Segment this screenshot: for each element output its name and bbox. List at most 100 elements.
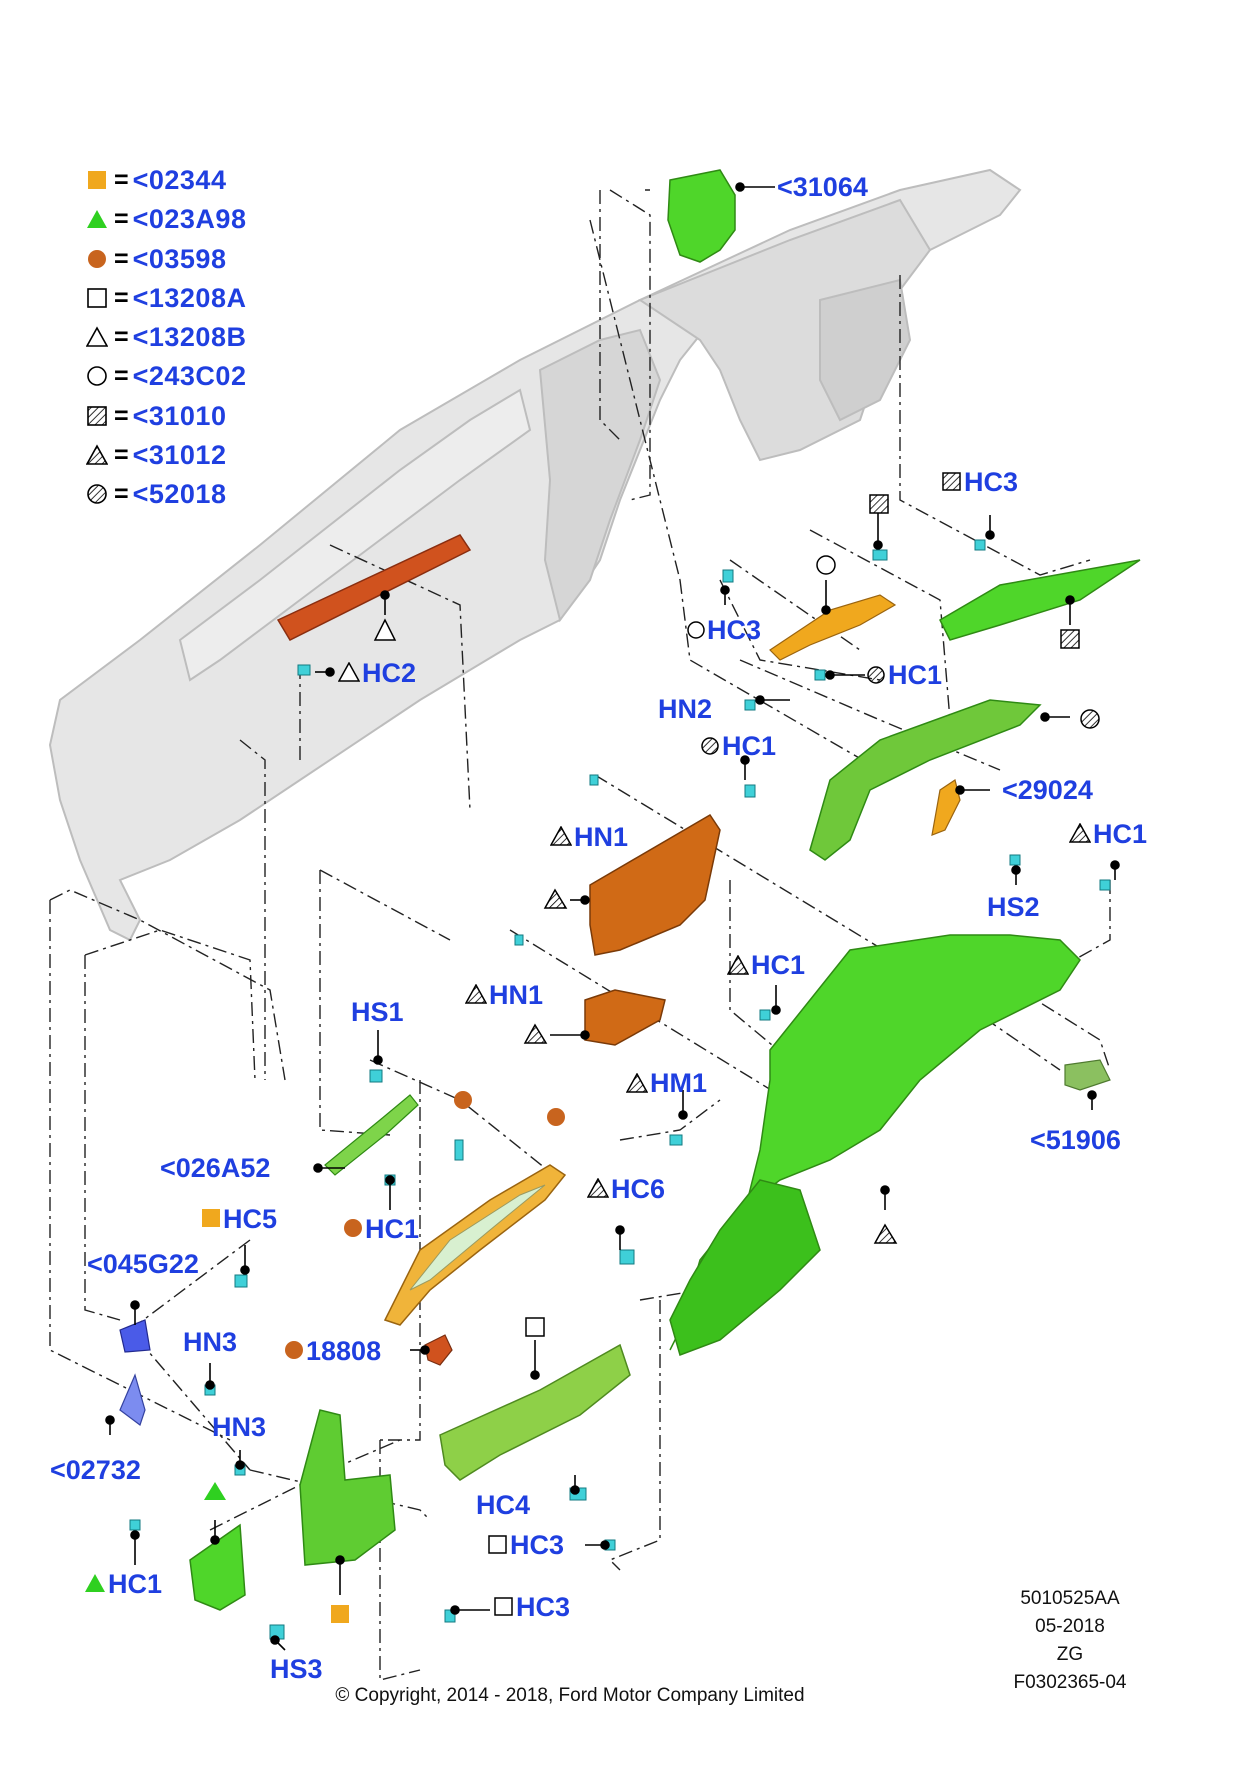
callout-hs3[interactable]: HS3 [270,1654,323,1684]
hatched-triangle-icon [587,1178,609,1198]
callout-hc1-filled-triangle[interactable]: HC1 [108,1569,163,1599]
legend-code: <52018 [132,478,227,509]
callout-51906[interactable]: <51906 [1030,1125,1121,1155]
legend-code: <03598 [132,243,227,274]
legend-equals: = [114,204,129,233]
callout-hc4[interactable]: HC4 [476,1490,531,1520]
callout-hc6[interactable]: HC6 [611,1174,666,1204]
legend-equals: = [114,440,129,469]
open-square-icon [87,288,107,308]
hatched-circle-symbol [1080,709,1100,729]
copyright-notice: © Copyright, 2014 - 2018, Ford Motor Com… [335,1685,805,1706]
clips [129,539,1111,1640]
legend-row-243c02: = <243C02 [86,359,246,393]
pillar-trim-window [409,1184,546,1291]
hatched-triangle-symbol [873,1223,898,1244]
a-pillar-trim-lower [299,1409,396,1566]
legend-row-03598: = <03598 [86,242,226,276]
callout-hc3-open-circle[interactable]: HC3 [707,615,762,645]
orange-foam-block-small [584,989,666,1046]
legend-code: <023A98 [132,203,247,234]
open-circle-icon [687,621,705,639]
callout-hc3-open-square-upper[interactable]: HC3 [510,1530,565,1560]
filled-triangle-icon [85,1574,105,1592]
hatched-triangle-icon [465,984,487,1004]
callout-connectors [105,182,1120,1651]
part-02732 [119,1373,146,1426]
open-triangle-icon [86,326,108,347]
open-square-icon [494,1597,513,1616]
callout-045g22[interactable]: <045G22 [87,1249,199,1279]
hatched-square-symbol [869,494,889,514]
legend-row-13208b: = <13208B [86,320,246,354]
open-square-symbol [525,1317,545,1337]
open-square-icon [488,1535,507,1554]
callout-hc1-hatched-circle-upper[interactable]: HC1 [888,660,943,690]
callout-18808[interactable]: 18808 [306,1336,382,1366]
legend-row-31010: = <31010 [86,399,226,433]
region-code: ZG [1056,1644,1084,1665]
callout-hs1[interactable]: HS1 [351,997,404,1027]
upper-quarter-trim [939,559,1141,641]
callout-hc3-open-square-lower[interactable]: HC3 [516,1592,571,1622]
legend-code: <31010 [132,400,227,431]
revision-date: 05-2018 [1035,1616,1105,1637]
part-026a52 [324,1094,419,1176]
legend-equals: = [114,479,129,508]
hatched-triangle-icon [1069,823,1091,843]
callout-hn1-lower[interactable]: HN1 [489,980,544,1010]
callout-hc2[interactable]: HC2 [362,658,417,688]
hatched-square-symbol [1060,629,1080,649]
roof-rail-trim [276,534,472,641]
callout-hn3-upper[interactable]: HN3 [183,1327,238,1357]
callout-hc1-hatched-triangle-mid[interactable]: HC1 [751,950,806,980]
filled-square-icon [88,171,106,189]
part-51906 [1064,1059,1111,1091]
callout-hn2[interactable]: HN2 [658,694,713,724]
open-circle-symbol [816,555,836,575]
filled-circle-symbol [454,1091,472,1109]
hatched-circle-icon [867,666,885,684]
legend-equals: = [114,165,129,194]
callout-hc1-hatched-circle[interactable]: HC1 [722,731,777,761]
sill-trim-panel [439,1343,631,1481]
callout-hm1[interactable]: HM1 [650,1068,708,1098]
hatched-triangle-icon [626,1073,648,1093]
callout-29024[interactable]: <29024 [1002,775,1093,805]
hatched-circle-icon [701,737,719,755]
callout-hn3-lower[interactable]: HN3 [212,1412,267,1442]
yellow-bracket-29024 [931,779,961,836]
callout-hc5[interactable]: HC5 [223,1204,278,1234]
legend-row-02344: = <02344 [86,163,226,197]
legend-equals: = [114,244,129,273]
kick-panel-trim [189,1523,246,1611]
legend-equals: = [114,322,129,351]
yellow-bracket-upper [769,594,897,661]
part-18808 [424,1334,453,1366]
part-31064 [667,169,736,263]
callout-hs2[interactable]: HS2 [987,892,1040,922]
callout-hc1-filled-circle[interactable]: HC1 [365,1214,420,1244]
callout-hc3-hatched-square[interactable]: HC3 [964,467,1019,497]
callout-026a52[interactable]: <026A52 [160,1153,271,1183]
filled-triangle-symbol [204,1482,226,1500]
callout-31064[interactable]: <31064 [777,172,868,202]
legend-code: <02344 [132,164,227,195]
body-side-structure [48,168,1022,942]
hatched-triangle-symbol [523,1023,548,1044]
legend-row-023a98: = <023A98 [86,202,246,236]
pillar-trim-frame [809,699,1042,861]
open-triangle-icon [338,662,360,682]
legend-row-13208a: = <13208A [86,281,246,315]
quarter-trim-lower [669,1179,821,1356]
filled-circle-symbol [547,1108,565,1126]
figure-number: F0302365-04 [1013,1672,1127,1693]
legend-equals: = [114,283,129,312]
orange-foam-block-large [589,813,721,956]
callout-hc1-hatched-triangle-right[interactable]: HC1 [1093,819,1148,849]
hatched-triangle-symbol [543,888,568,909]
filled-square-symbol [331,1605,349,1623]
callout-hn1-upper[interactable]: HN1 [574,822,629,852]
filled-triangle-icon [87,210,107,228]
callout-02732[interactable]: <02732 [50,1455,141,1485]
